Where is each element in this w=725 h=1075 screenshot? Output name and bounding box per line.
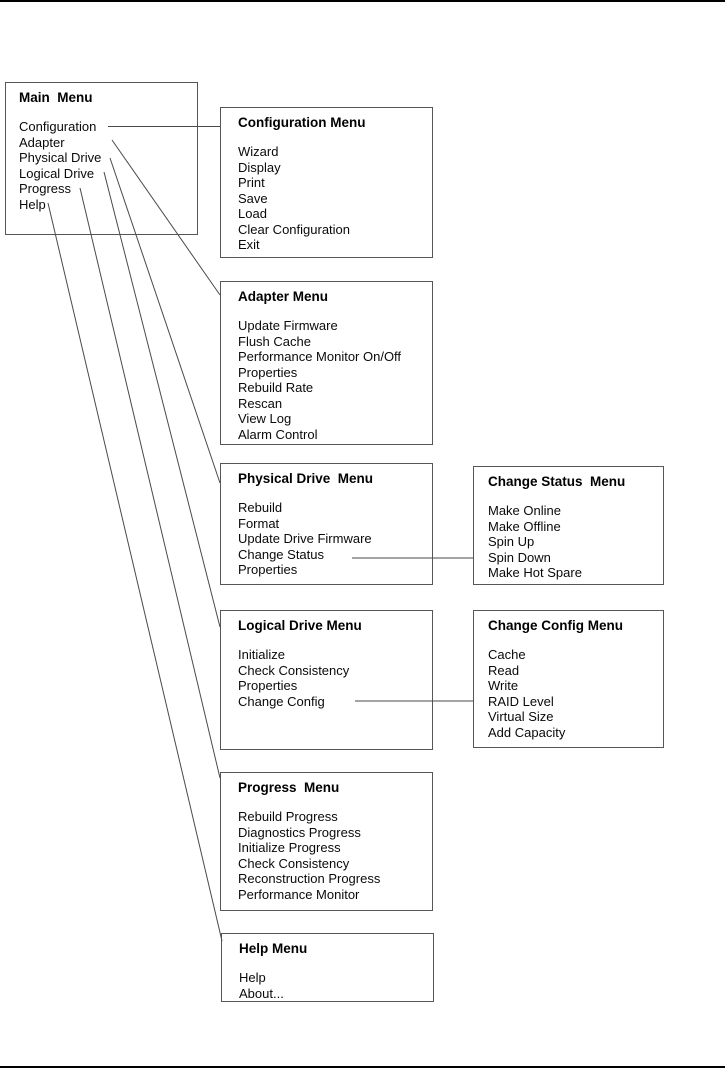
menu-item: Spin Down <box>488 549 551 565</box>
menu-item: Performance Monitor On/Off <box>238 349 402 364</box>
menu-item: Properties <box>238 562 298 577</box>
menu-item: Exit <box>238 237 260 252</box>
menu-item: Flush Cache <box>238 333 311 349</box>
menu-item: RAID Level <box>488 693 554 709</box>
menu-item: Alarm Control <box>238 426 318 442</box>
page-top-rule <box>0 0 725 2</box>
menu-item: Reconstruction Progress <box>238 871 381 886</box>
menu-item: Diagnostics Progress <box>238 824 361 840</box>
adapter-menu-title: Adapter Menu <box>238 289 329 304</box>
menu-item: Properties <box>238 364 298 380</box>
menu-item: Change Config <box>238 693 325 709</box>
menu-item: Rebuild Progress <box>238 809 338 824</box>
change-config-menu-title: Change Config Menu <box>488 618 623 633</box>
configuration-menu-title: Configuration Menu <box>238 115 366 130</box>
menu-item: Save <box>238 190 268 206</box>
menu-item: View Log <box>238 411 292 426</box>
menu-item: Configuration <box>19 119 97 134</box>
menu-item: Display <box>238 159 281 175</box>
menu-item: Adapter <box>19 134 65 150</box>
main-menu-title: Main Menu <box>19 90 93 105</box>
menu-item: Check Consistency <box>238 855 350 871</box>
menu-item: Wizard <box>238 144 279 159</box>
connector-logical-drive <box>103 171 221 628</box>
menu-item: Change Status <box>238 546 325 562</box>
menu-item: Clear Configuration <box>238 221 351 237</box>
menu-item: Read <box>488 662 520 678</box>
menu-item: Properties <box>238 678 298 693</box>
menu-item: Initialize <box>238 647 285 662</box>
menu-item: Write <box>488 678 519 693</box>
menu-item: Load <box>238 206 267 221</box>
menu-item: Format <box>238 515 280 531</box>
menu-item: Update Firmware <box>238 318 338 333</box>
change-status-menu-title: Change Status Menu <box>488 474 626 489</box>
menu-item: Spin Up <box>488 534 535 549</box>
connector-help <box>47 202 223 942</box>
menu-item: Help <box>19 196 46 212</box>
connector-progress <box>79 187 221 779</box>
menu-item: Print <box>238 175 265 190</box>
menu-item: Virtual Size <box>488 709 554 724</box>
menu-item: Check Consistency <box>238 662 350 678</box>
menu-item: Rebuild Rate <box>238 380 314 395</box>
physical-drive-menu-title: Physical Drive Menu <box>238 471 374 486</box>
menu-item: Make Hot Spare <box>488 565 582 580</box>
menu-item: Help <box>239 970 266 985</box>
page-bottom-rule <box>0 1066 725 1068</box>
logical-drive-menu-title: Logical Drive Menu <box>238 618 362 633</box>
menu-item: Initialize Progress <box>238 840 341 855</box>
menu-item: Cache <box>488 647 526 662</box>
menu-item: About... <box>239 985 284 1001</box>
menu-item: Logical Drive <box>19 165 95 181</box>
help-menu-title: Help Menu <box>239 941 308 956</box>
menu-item: Physical Drive <box>19 150 102 165</box>
menu-item: Update Drive Firmware <box>238 531 372 546</box>
menu-item: Add Capacity <box>488 724 566 740</box>
menu-item: Make Offline <box>488 518 561 534</box>
menu-item: Rescan <box>238 395 283 411</box>
menu-item: Progress <box>19 181 72 196</box>
menu-item: Make Online <box>488 503 561 518</box>
menu-item: Performance Monitor <box>238 886 360 902</box>
progress-menu-title: Progress Menu <box>238 780 340 795</box>
menu-item: Rebuild <box>238 500 283 515</box>
